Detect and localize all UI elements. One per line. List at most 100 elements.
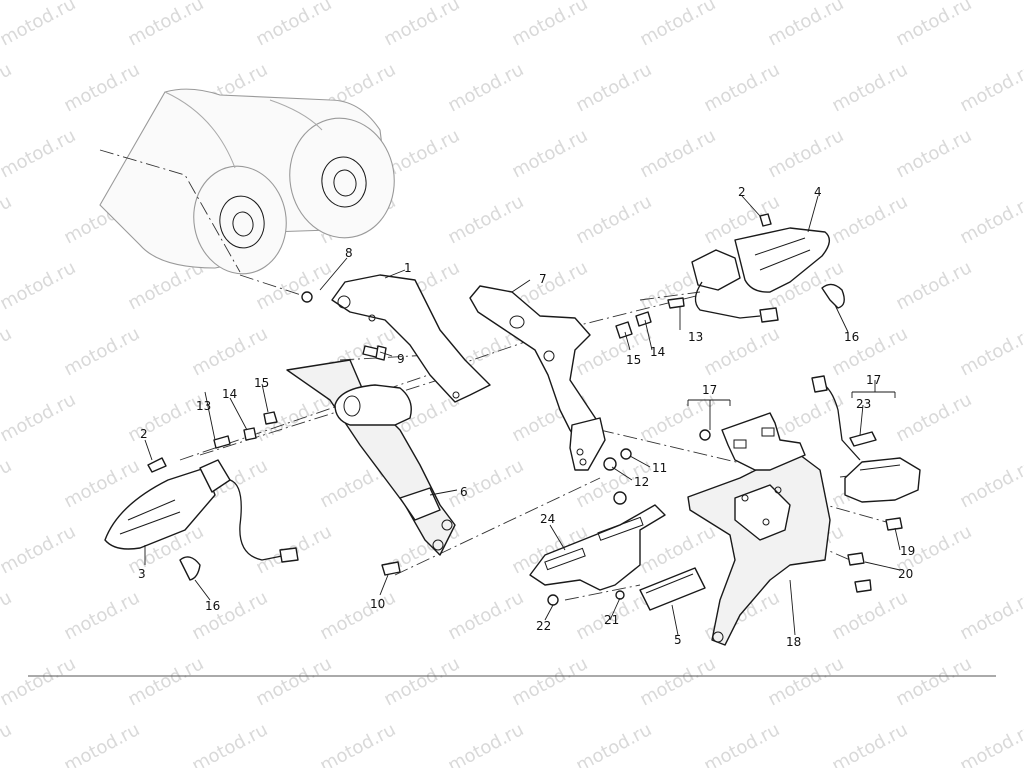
watermark-text: motod.ru: [508, 0, 591, 50]
watermark-text: motod.ru: [1020, 521, 1024, 578]
callout-1: 1: [404, 261, 412, 275]
part-3-turn-indicator-left: [104, 459, 299, 563]
watermark-text: motod.ru: [444, 191, 527, 248]
part-4-turn-indicator-right: [691, 227, 830, 323]
watermark-text: motod.ru: [572, 719, 655, 768]
watermark-text: motod.ru: [0, 59, 15, 116]
watermark-text: motod.ru: [0, 521, 79, 578]
callout-16a: 16: [844, 330, 859, 344]
callout-24: 24: [540, 512, 555, 526]
part-1-bracket: [331, 274, 491, 403]
watermark-text: motod.ru: [188, 719, 271, 768]
watermark-text: motod.ru: [0, 0, 79, 50]
callout-5: 5: [674, 633, 682, 647]
callout-15a: 15: [626, 353, 641, 367]
watermark-text: motod.ru: [380, 0, 463, 50]
watermark-text: motod.ru: [60, 719, 143, 768]
callout-7: 7: [539, 272, 547, 286]
leader-lines: [144, 195, 901, 636]
callout-8: 8: [345, 246, 353, 260]
watermark-text: motod.ru: [892, 653, 975, 710]
watermark-text: motod.ru: [956, 719, 1024, 768]
callout-13a: 13: [688, 330, 703, 344]
callout-21: 21: [604, 613, 619, 627]
callout-2a: 2: [738, 185, 746, 199]
watermark-text: motod.ru: [252, 653, 335, 710]
callout-labels: 1 2 2 3 4 5 6 7 8 9 10 11 12 13 13 14 14…: [138, 185, 915, 649]
watermark-text: motod.ru: [1020, 257, 1024, 314]
watermark-text: motod.ru: [956, 587, 1024, 644]
watermark-text: motod.ru: [124, 389, 207, 446]
watermark-text: motod.ru: [892, 0, 975, 50]
watermark-text: motod.ru: [636, 125, 719, 182]
watermark-text: motod.ru: [0, 389, 79, 446]
callout-23: 23: [856, 397, 871, 411]
watermark-text: motod.ru: [188, 323, 271, 380]
watermark-text: motod.ru: [892, 257, 975, 314]
watermark-text: motod.ru: [956, 191, 1024, 248]
callout-22: 22: [536, 619, 551, 633]
watermark-text: motod.ru: [956, 323, 1024, 380]
watermark-text: motod.ru: [0, 257, 79, 314]
watermark-text: motod.ru: [0, 587, 15, 644]
bulb-16-left: [179, 556, 201, 581]
watermark-text: motod.ru: [380, 653, 463, 710]
callout-12: 12: [634, 475, 649, 489]
watermark-text: motod.ru: [700, 719, 783, 768]
watermark-text: motod.ru: [828, 191, 911, 248]
watermark-text: motod.ru: [60, 587, 143, 644]
watermark-text: motod.ru: [700, 59, 783, 116]
watermark-text: motod.ru: [444, 587, 527, 644]
watermark-text: motod.ru: [828, 59, 911, 116]
callout-20: 20: [898, 567, 913, 581]
callout-2b: 2: [140, 427, 148, 441]
watermark-text: motod.ru: [764, 653, 847, 710]
watermark-text: motod.ru: [956, 455, 1024, 512]
watermark-text: motod.ru: [828, 323, 911, 380]
watermark-text: motod.ru: [1020, 0, 1024, 50]
watermark-text: motod.ru: [444, 59, 527, 116]
watermark-text: motod.ru: [444, 455, 527, 512]
callout-17b: 17: [866, 373, 881, 387]
watermark-text: motod.ru: [0, 455, 15, 512]
watermark-text: motod.ru: [252, 0, 335, 50]
callout-19: 19: [900, 544, 915, 558]
watermark-text: motod.ru: [444, 719, 527, 768]
watermark-text: motod.ru: [700, 323, 783, 380]
part-7-bracket: [469, 285, 606, 471]
callout-16b: 16: [205, 599, 220, 613]
watermark-text: motod.ru: [572, 191, 655, 248]
watermark-text: motod.ru: [508, 653, 591, 710]
watermark-text: motod.ru: [60, 323, 143, 380]
bulb-16-right: [821, 283, 845, 309]
watermark-text: motod.ru: [764, 0, 847, 50]
part-17-lamp-housing: [811, 375, 921, 503]
callout-15b: 15: [254, 376, 269, 390]
callout-6: 6: [460, 485, 468, 499]
watermark-text: motod.ru: [572, 59, 655, 116]
bulb-23: [849, 431, 877, 447]
callout-10: 10: [370, 597, 385, 611]
watermark-text: motod.ru: [0, 125, 79, 182]
callout-9: 9: [397, 352, 405, 366]
part-5-reflector: [639, 567, 706, 611]
watermark-text: motod.ru: [60, 59, 143, 116]
callout-17a: 17: [702, 383, 717, 397]
callout-3: 3: [138, 567, 146, 581]
part-6-bracket: [286, 359, 456, 556]
part-18-plate-bracket: [687, 412, 831, 646]
bulbs: [179, 283, 877, 581]
callout-4: 4: [814, 185, 822, 199]
exhaust-silencers: [99, 88, 395, 275]
watermark-text: motod.ru: [124, 0, 207, 50]
callout-14b: 14: [222, 387, 237, 401]
watermark-text: motod.ru: [0, 653, 79, 710]
watermark-text: motod.ru: [0, 191, 15, 248]
watermark-text: motod.ru: [1020, 125, 1024, 182]
watermark-text: motod.ru: [188, 587, 271, 644]
watermark-text: motod.ru: [764, 125, 847, 182]
watermark-text: motod.ru: [124, 653, 207, 710]
watermark-text: motod.ru: [0, 323, 15, 380]
watermark-text: motod.ru: [892, 389, 975, 446]
